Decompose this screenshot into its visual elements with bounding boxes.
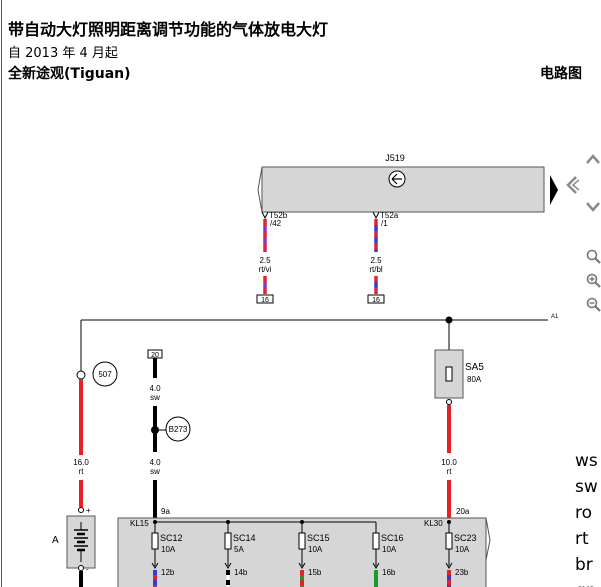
- connector-pin-2: T52a: [380, 211, 399, 220]
- wire-color-3: rt: [79, 467, 85, 476]
- svg-text:-: -: [86, 565, 89, 574]
- wire-gauge-6: 10.0: [441, 458, 457, 467]
- legend-item: rt: [575, 529, 589, 549]
- terminal-ref-2: 16: [372, 297, 380, 304]
- legend-item: br: [575, 555, 593, 575]
- connector-sub-2: /1: [381, 219, 388, 228]
- fuse-sc15-pin-label: 15b: [308, 568, 322, 577]
- legend-item: ro: [575, 503, 593, 523]
- legend-item: gn: [575, 578, 598, 587]
- terminal-ref-3: 20: [151, 352, 159, 359]
- pin-ref-20a: 20a: [456, 507, 470, 516]
- fuse-sc12-name: SC12: [160, 533, 183, 543]
- wire-color-1: rt/vi: [259, 265, 272, 274]
- control-unit-j519[interactable]: J519: [257, 153, 545, 213]
- wire-color-legend: ws sw ro rt br gn: [575, 448, 598, 587]
- rail-label-kl15: KL15: [130, 519, 149, 528]
- fuse-sc16-pin-label: 16b: [382, 568, 396, 577]
- chevron-left-icon[interactable]: [565, 175, 579, 195]
- fuse-sc14-pin-label: 14b: [234, 568, 248, 577]
- fuse-sc23-rating: 10A: [455, 545, 470, 554]
- expand-arrow-icon: [550, 175, 558, 205]
- zoom-out-icon[interactable]: [586, 297, 601, 312]
- wire-gauge-3: 16.0: [73, 458, 89, 467]
- fuse-sc12-pin: 12b: [161, 568, 175, 577]
- svg-text:+: +: [86, 506, 91, 515]
- terminal-ref-1: 16: [261, 297, 269, 304]
- connector-sub-1: /42: [270, 219, 282, 228]
- bus-label: A1: [551, 314, 559, 320]
- fuse-sc23-name: SC23: [454, 533, 477, 543]
- wire-color-6: rt: [447, 467, 453, 476]
- ground-ref-507: [92, 361, 118, 387]
- fuse-sa5-name: SA5: [465, 362, 484, 373]
- battery-label: A: [52, 535, 59, 546]
- page-border: [1, 0, 2, 587]
- fuse-sc14-name: SC14: [233, 533, 256, 543]
- page-subtitle: 自 2013 年 4 月起: [8, 46, 118, 61]
- connector-pin-1: T52b: [269, 211, 288, 220]
- legend-item: sw: [575, 477, 598, 497]
- fuse-sc12-rating: 10A: [161, 545, 176, 554]
- wire-color-5: sw: [150, 467, 160, 476]
- chevron-up-icon[interactable]: [585, 153, 601, 165]
- fuse-sc23-pin-label: 23b: [455, 568, 469, 577]
- wire-gauge-2: 2.5: [370, 256, 382, 265]
- fuse-sc16-name: SC16: [381, 533, 404, 543]
- zoom-fit-icon[interactable]: [586, 249, 601, 264]
- fuse-sc15[interactable]: [298, 522, 306, 569]
- wire-gauge-1: 2.5: [259, 256, 271, 265]
- chevron-down-icon[interactable]: [585, 201, 601, 213]
- fuse-sc15-name: SC15: [307, 533, 330, 543]
- legend-item: ws: [575, 451, 598, 471]
- battery-a[interactable]: [66, 515, 96, 569]
- rail-label-kl30: KL30: [424, 519, 443, 528]
- pin-ref-9a: 9a: [161, 507, 170, 516]
- fuse-sa5[interactable]: [434, 349, 464, 399]
- wire-gauge-4: 4.0: [149, 384, 161, 393]
- vehicle-model: 全新途观(Tiguan): [8, 66, 131, 82]
- zoom-in-icon[interactable]: [586, 273, 601, 288]
- fuse-sc12[interactable]: [151, 522, 159, 569]
- svg-text:B273: B273: [169, 425, 188, 434]
- fuse-sc14[interactable]: [224, 522, 232, 569]
- page-title: 带自动大灯照明距离调节功能的气体放电大灯: [8, 20, 329, 39]
- wire-gauge-5: 4.0: [149, 458, 161, 467]
- ground-ref-b273: [165, 416, 191, 442]
- fuse-sc16-rating: 10A: [382, 545, 397, 554]
- fuse-sc16[interactable]: [372, 522, 380, 569]
- fuse-sc14-rating: 5A: [234, 545, 244, 554]
- fuse-sa5-rating: 80A: [467, 375, 482, 384]
- control-unit-label: J519: [385, 153, 405, 163]
- wire-color-2: rt/bl: [369, 265, 383, 274]
- fuse-sc15-rating: 10A: [308, 545, 323, 554]
- document-type: 电路图: [540, 66, 582, 82]
- wire-color-4: sw: [150, 393, 160, 402]
- svg-text:507: 507: [98, 370, 112, 379]
- fuse-sc23[interactable]: [445, 522, 453, 569]
